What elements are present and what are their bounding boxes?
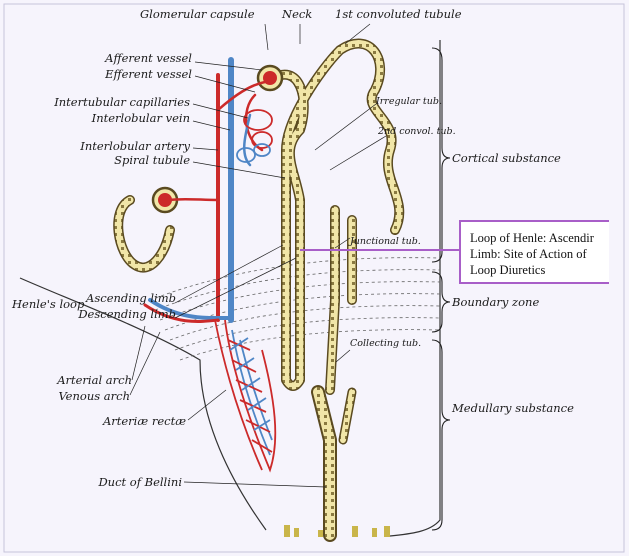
label-spiral-tubule: Spiral tubule (114, 153, 190, 167)
venous-arch (148, 298, 233, 321)
kidney-outline (389, 40, 441, 537)
label-efferent: Efferent vessel (104, 67, 192, 81)
label-arteriae-rectae: Arteriæ rectæ (102, 414, 186, 428)
callout-line-2: Limb: Site of Action of (470, 247, 587, 261)
glomeruli (151, 64, 284, 214)
label-collecting-tub: Collecting tub. (350, 338, 421, 349)
label-irregular-tub: Irregular tub. (375, 96, 442, 107)
label-interlobular-vein: Interlobular vein (91, 111, 190, 125)
arterial-arch (143, 303, 220, 323)
label-interlobular-artery: Interlobular artery (79, 139, 190, 153)
label-henles-loop: Henle's loop (11, 297, 85, 311)
figure-frame (3, 3, 625, 553)
left-tubule (114, 196, 174, 271)
afferent-vessel-left (166, 197, 220, 202)
label-venous-arch: Venous arch (58, 389, 130, 403)
label-first-convoluted: 1st convoluted tubule (335, 7, 462, 21)
medulla-outline (19, 277, 267, 531)
label-afferent: Afferent vessel (104, 51, 192, 65)
label-arterial-arch: Arterial arch (56, 373, 132, 387)
label-descending-limb: Descending limb (77, 307, 176, 321)
label-junctional: Junctional tub. (348, 236, 421, 247)
leader-lines (129, 23, 459, 488)
afferent-vessel (216, 80, 267, 112)
label-neck: Neck (281, 7, 312, 21)
nephron-tubules (113, 38, 405, 542)
label-intertubular: Intertubular capillaries (53, 95, 190, 109)
callout-line-1: Loop of Henle: Ascendir (470, 231, 594, 245)
diagram-labels: Glomerular capsule Neck 1st convoluted t… (11, 7, 574, 489)
loop-diuretics-callout: Loop of Henle: Ascendir Limb: Site of Ac… (459, 220, 609, 284)
papillary-openings (284, 525, 390, 537)
duct-branch (340, 389, 355, 443)
duct-of-bellini (313, 387, 335, 540)
label-duct-bellini: Duct of Bellini (97, 475, 182, 489)
glomerulus-upper (263, 71, 277, 85)
zone-brackets (431, 47, 451, 531)
label-second-convol: 2nd convol. tub. (377, 126, 456, 137)
label-boundary-zone: Boundary zone (451, 295, 539, 309)
nephron-tubule (266, 40, 403, 390)
callout-line-3: Loop Diuretics (470, 263, 546, 277)
label-medullary: Medullary substance (451, 401, 574, 415)
label-cortical: Cortical substance (452, 151, 561, 165)
glomerulus-left (158, 193, 172, 207)
capillary-networks (214, 109, 277, 473)
label-glomerular-capsule: Glomerular capsule (140, 7, 255, 21)
blood-vessels (143, 57, 267, 323)
label-ascending-limb: Ascending limb (85, 291, 176, 305)
collecting-tubule (326, 206, 339, 394)
